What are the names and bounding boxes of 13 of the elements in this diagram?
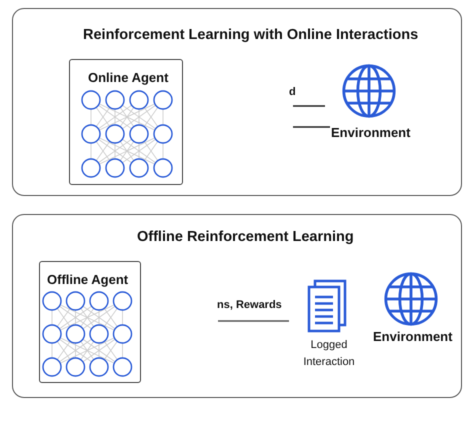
node-label: Environment [373,329,452,344]
agent-label: Online Agent [88,70,168,85]
node-label: Logged Interaction [302,338,356,370]
panel [12,214,462,398]
agent-box [39,261,141,383]
text-label: ns, Rewards [217,299,282,311]
text-label: d [289,86,296,98]
panel [12,8,462,196]
node-label: Environment [331,125,410,140]
agent-box [69,59,183,185]
agent-label: Offline Agent [47,272,128,287]
panel-title: Reinforcement Learning with Online Interactions [83,27,418,43]
panel-title: Offline Reinforcement Learning [137,229,354,245]
